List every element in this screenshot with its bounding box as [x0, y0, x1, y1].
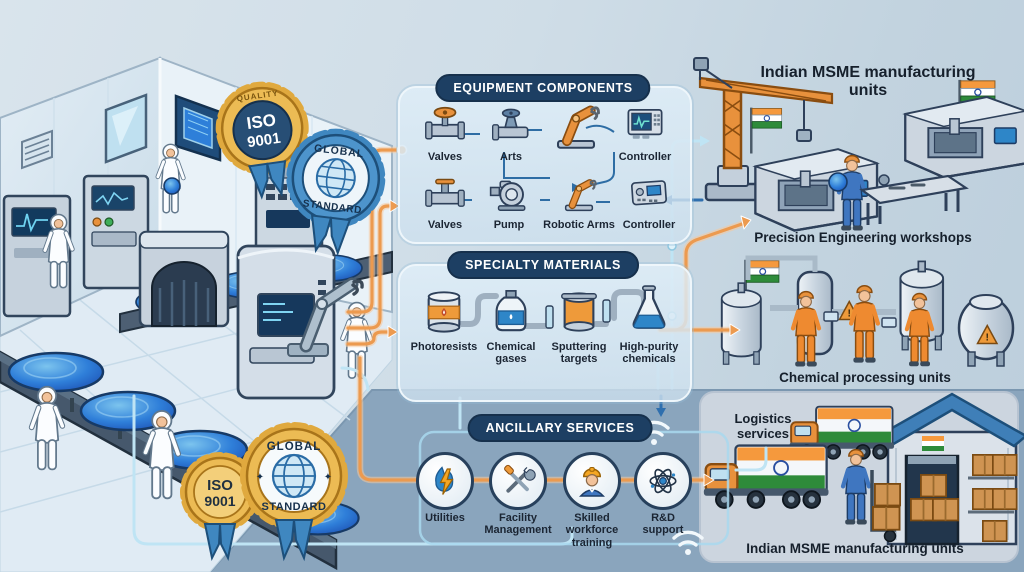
- svg-text:✦: ✦: [324, 472, 332, 483]
- valve-wheel-icon: [424, 102, 466, 144]
- logistics-scene: [702, 392, 1024, 546]
- equipment-item: [544, 96, 608, 157]
- bottom-caption: Indian MSME manufacturing units: [746, 541, 964, 556]
- construction-crane: [693, 57, 834, 202]
- chemical-caption: Chemical processing units: [779, 370, 951, 385]
- fab-machine-2: [82, 174, 150, 290]
- logistics-label: Logistics services: [734, 411, 792, 441]
- photoresist-can-icon: [421, 288, 467, 334]
- service-item: R&D support: [630, 452, 696, 537]
- equipment-item: Pump: [478, 170, 540, 231]
- equipment-item: Valves: [414, 102, 476, 163]
- right-title: Indian MSME manufacturing units: [760, 64, 976, 99]
- materials-pipes: [455, 289, 647, 329]
- factory-robotic-arm: [287, 277, 364, 357]
- service-item: Facility Management: [480, 452, 556, 537]
- pump-icon: [488, 170, 530, 212]
- chemical-processing-scene: [720, 255, 1015, 366]
- process-tunnel-machine: [138, 230, 230, 328]
- precision-workshop-scene: [693, 57, 1024, 230]
- service-item: Utilities: [412, 452, 478, 524]
- svg-text:✦: ✦: [256, 472, 264, 483]
- utilities-icon: [416, 452, 474, 510]
- facility-tools-icon: [489, 452, 547, 510]
- specialty-materials-box: Photoresists Chemical gases Sputtering t…: [398, 264, 692, 402]
- warehouse: [875, 392, 1024, 546]
- svg-text:9001: 9001: [204, 493, 235, 509]
- warehouse-worker-trolley: [843, 450, 901, 543]
- equipment-components-box: Valves Arts Controller Valves Pump Robot…: [398, 86, 692, 244]
- valve-gate-icon: [491, 104, 531, 144]
- material-item: Photoresists: [410, 288, 478, 353]
- svg-text:GLOBAL: GLOBAL: [313, 142, 364, 160]
- india-flag: [750, 106, 783, 155]
- workshops-caption: Precision Engineering workshops: [754, 230, 972, 245]
- valve-tee-icon: [425, 172, 465, 212]
- equipment-item: Arts: [480, 104, 542, 163]
- svg-text:9001: 9001: [246, 130, 281, 151]
- global-standard-badge-bottom: GLOBAL STANDARD ✦ ✦: [240, 422, 348, 562]
- robotic-arm-icon: [559, 172, 599, 212]
- sputtering-target-icon: [556, 288, 602, 334]
- controller-monitor-icon: [624, 102, 666, 144]
- material-item: High-purity chemicals: [614, 284, 684, 366]
- robotic-arm-icon: [549, 96, 603, 150]
- equipment-item: Controller: [616, 172, 682, 231]
- india-flag-emblem: [922, 436, 944, 451]
- equipment-item: Valves: [414, 172, 476, 231]
- ancillary-services-header: ANCILLARY SERVICES: [467, 414, 653, 442]
- specialty-materials-header: SPECIALTY MATERIALS: [447, 251, 639, 279]
- controller-panel-icon: [628, 172, 670, 212]
- chemical-tank: [720, 282, 762, 366]
- flask-icon: [624, 284, 674, 334]
- svg-text:GLOBAL: GLOBAL: [267, 441, 322, 453]
- iso-9001-badge-top: QUALITY ISO 9001: [215, 81, 309, 200]
- material-item: Chemical gases: [478, 288, 544, 366]
- gas-bottle-icon: [488, 288, 534, 334]
- cnc-machine: [904, 96, 1024, 179]
- svg-text:ISO: ISO: [207, 477, 233, 494]
- wafer: [7, 351, 105, 393]
- tool-table: [859, 174, 969, 225]
- svg-text:ISO: ISO: [245, 110, 277, 133]
- iso-9001-badge-bottom: ISO 9001: [180, 452, 260, 562]
- atom-icon: [634, 452, 692, 510]
- material-item: Sputtering targets: [546, 288, 612, 366]
- plant-worker: [851, 286, 878, 363]
- equipment-components-header: EQUIPMENT COMPONENTS: [435, 74, 651, 102]
- workforce-icon: [563, 452, 621, 510]
- equipment-item: Controller: [612, 102, 678, 163]
- svg-text:STANDARD: STANDARD: [262, 501, 327, 513]
- service-item: Skilled workforce training: [556, 452, 628, 549]
- global-standard-badge-top: GLOBAL STANDARD: [286, 128, 386, 256]
- equipment-item: Robotic Arms: [542, 172, 616, 231]
